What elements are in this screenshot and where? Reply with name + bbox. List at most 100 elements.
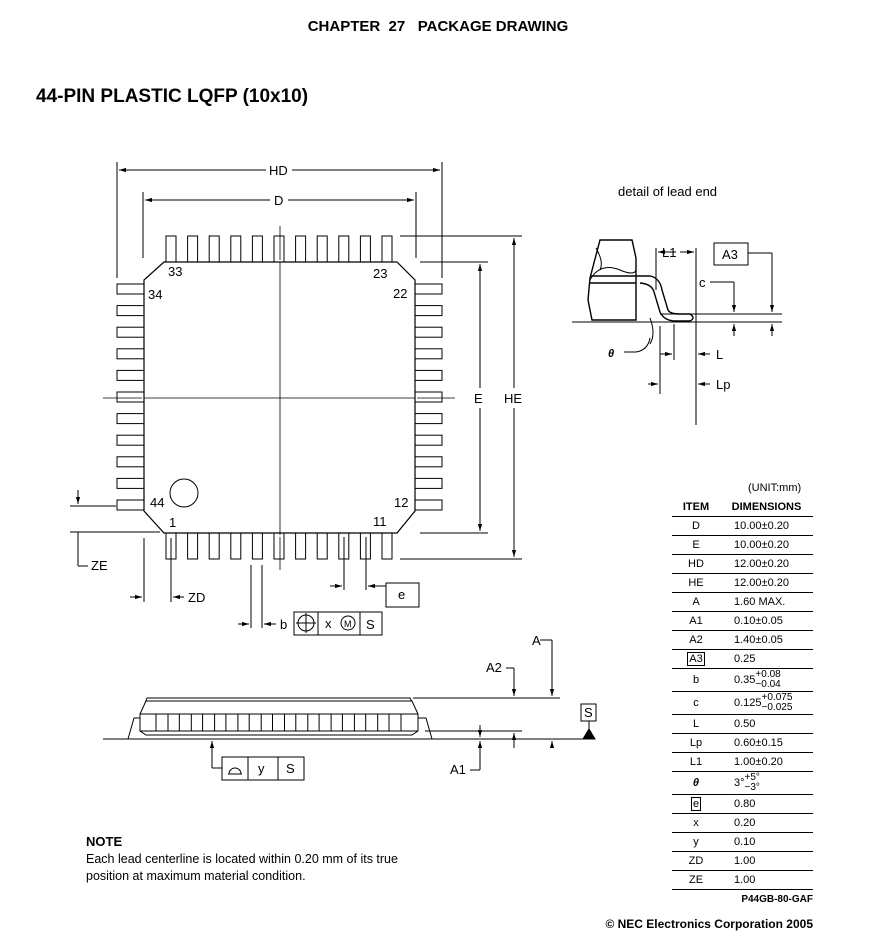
dimension-cell: 10.00±0.20: [720, 516, 813, 536]
dimension-value: 0.35: [734, 673, 756, 686]
lead-detail: [572, 239, 782, 425]
dimension-cell: 0.10±0.05: [720, 611, 813, 631]
item-text: HD: [688, 558, 704, 570]
dimension-cell: 3°+5°−3°: [720, 771, 813, 795]
lead: [414, 283, 443, 295]
tolerance-minus: −0.025: [761, 702, 793, 713]
dimension-value: 0.80: [734, 798, 756, 810]
lead: [295, 235, 307, 263]
pin-34-label: 34: [148, 287, 162, 302]
s-label: S: [366, 617, 375, 632]
lead: [116, 369, 145, 381]
a2-label: A2: [486, 660, 502, 675]
b-label: b: [280, 617, 287, 632]
dimension-cell: 0.35+0.08−0.04: [720, 668, 813, 692]
pin-11-label: 11: [373, 514, 387, 529]
side-lead: [295, 713, 309, 732]
item-text: E: [692, 539, 700, 551]
pin-23-label: 23: [373, 266, 387, 281]
item-text: Lp: [689, 737, 703, 749]
item-text: e: [690, 797, 702, 811]
tolerance-minus: −0.04: [755, 679, 781, 690]
item-cell: E: [672, 535, 720, 555]
bottom-leads: [165, 532, 393, 560]
table-row: y 0.10: [672, 832, 813, 852]
tolerance-plus: +0.075: [761, 692, 793, 703]
dimension-cell: 10.00±0.20: [720, 535, 813, 555]
lead: [116, 413, 145, 425]
item-cell: θ: [672, 771, 720, 795]
item-text: ZE: [688, 874, 704, 886]
item-text: ZD: [688, 855, 704, 867]
item-text: θ: [692, 777, 700, 789]
side-lead: [155, 713, 169, 732]
lead: [251, 235, 263, 263]
item-cell: c: [672, 691, 720, 715]
tolerance-minus: −3°: [744, 782, 760, 793]
lead: [295, 532, 307, 560]
item-cell: A1: [672, 611, 720, 631]
lead: [165, 235, 177, 263]
note-heading: NOTE: [86, 834, 123, 849]
tolerance: +5°−3°: [745, 773, 760, 793]
unit-label: (UNIT:mm): [748, 482, 802, 494]
side-leads: [155, 713, 402, 732]
table-row: A2 1.40±0.05: [672, 630, 813, 650]
dimensions-header: DIMENSIONS: [720, 498, 813, 517]
item-text: A2: [689, 634, 703, 646]
right-leads: [414, 283, 443, 511]
dimension-cell: 1.00: [720, 851, 813, 871]
side-lead: [248, 713, 262, 732]
dimension-value: 1.40±0.05: [734, 634, 783, 646]
lead: [230, 532, 242, 560]
copyright: © NEC Electronics Corporation 2005: [605, 917, 813, 931]
dimension-value: 1.00: [734, 874, 756, 886]
side-lead: [341, 713, 355, 732]
a-label: A: [532, 633, 541, 648]
item-cell: y: [672, 832, 720, 852]
pin-33-label: 33: [168, 264, 182, 279]
dimension-cell: 0.10: [720, 832, 813, 852]
item-text: L: [692, 718, 700, 730]
item-text: L1: [689, 756, 703, 768]
theta-label: θ: [608, 348, 614, 360]
pin-12-label: 12: [394, 495, 408, 510]
item-text: b: [692, 674, 700, 686]
a3-label: A3: [722, 247, 738, 262]
package-title: 44-PIN PLASTIC LQFP (10x10): [36, 86, 309, 107]
lead: [414, 369, 443, 381]
lead: [414, 305, 443, 317]
item-cell: ZE: [672, 870, 720, 890]
dimension-cell: 1.40±0.05: [720, 630, 813, 650]
top-leads: [165, 235, 393, 263]
detail-caption: detail of lead end: [618, 184, 718, 199]
dimension-value: 0.10: [734, 836, 756, 848]
lead: [414, 456, 443, 468]
item-cell: D: [672, 516, 720, 536]
d-label: D: [274, 193, 283, 208]
dimension-cell: 0.80: [720, 794, 813, 814]
item-text: HE: [688, 577, 704, 589]
lead: [208, 532, 220, 560]
lead: [359, 235, 371, 263]
lead: [316, 235, 328, 263]
he-label: HE: [504, 391, 522, 406]
side-lead: [272, 713, 285, 732]
lead: [230, 235, 242, 263]
table-row: A1 0.10±0.05: [672, 611, 813, 631]
pin-1-label: 1: [169, 515, 176, 530]
lead: [316, 532, 328, 560]
dimension-value: 0.10±0.05: [734, 615, 783, 627]
lead: [251, 532, 263, 560]
lead: [414, 348, 443, 360]
item-header: ITEM: [672, 498, 720, 517]
dimension-cell: 1.60 MAX.: [720, 592, 813, 612]
